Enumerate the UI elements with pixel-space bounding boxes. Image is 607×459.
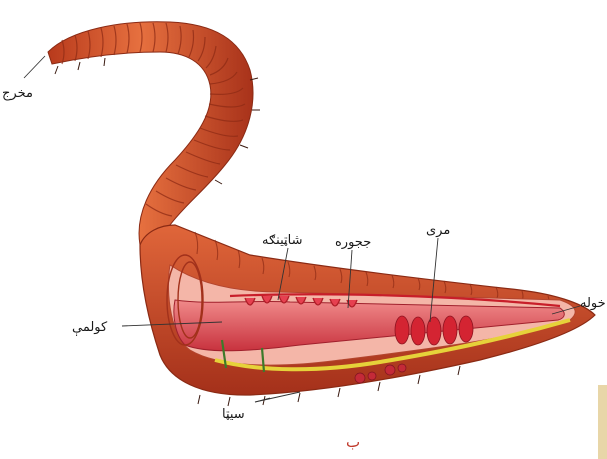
page-edge (598, 385, 607, 459)
label-mouth: خوله (580, 296, 606, 311)
label-esophagus: مری (426, 223, 450, 238)
label-anus: مخرج (2, 86, 33, 101)
figure-letter: ب (346, 433, 360, 451)
label-gizzard: شاټينګه (262, 233, 302, 248)
label-crop: ججوره (335, 235, 371, 250)
label-setae: سيټا (222, 407, 245, 422)
label-intestine: کولمې (72, 320, 108, 336)
